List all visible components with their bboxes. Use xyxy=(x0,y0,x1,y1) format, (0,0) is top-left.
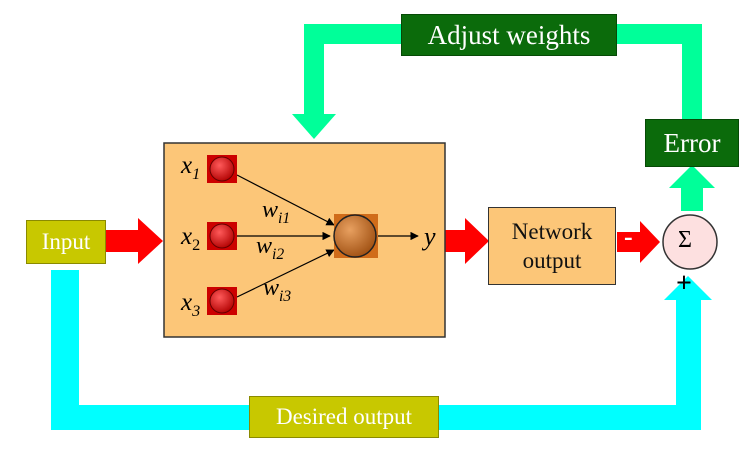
plus-sign: + xyxy=(676,268,692,299)
input-node-3 xyxy=(207,287,237,315)
minus-sign: - xyxy=(624,222,633,251)
neuron-box xyxy=(163,142,446,338)
x3-var: x xyxy=(181,289,193,316)
output-var-y: y xyxy=(424,222,436,251)
wi2-var: w xyxy=(256,233,273,259)
wi2-sub: i2 xyxy=(272,245,285,263)
input-var-x1: x1 xyxy=(181,152,200,184)
sigma-symbol: Σ xyxy=(678,227,692,253)
neuron-node xyxy=(333,214,378,258)
adjust-weights-label: Adjust weights xyxy=(401,14,617,56)
output-arrow xyxy=(445,218,489,264)
input-arrow xyxy=(106,218,163,264)
x2-sub: 2 xyxy=(192,236,201,254)
x2-var: x xyxy=(181,223,193,250)
desired-output-label: Desired output xyxy=(249,396,439,438)
sum-to-error-arrow xyxy=(669,165,715,211)
x1-sub: 1 xyxy=(192,165,201,183)
error-label: Error xyxy=(645,119,739,167)
input-label: Input xyxy=(26,220,106,264)
network-output-line1: Network xyxy=(511,219,593,244)
wi1-var: w xyxy=(262,197,279,223)
wi3-var: w xyxy=(263,275,280,301)
weight-connections xyxy=(236,174,419,298)
network-output-line2: output xyxy=(522,248,582,273)
x3-sub: 3 xyxy=(192,302,201,320)
wi3-sub: i3 xyxy=(279,287,292,305)
input-var-x3: x3 xyxy=(181,289,200,321)
error-minus-arrow xyxy=(617,221,660,263)
weight-label-wi3: wi3 xyxy=(263,275,291,306)
wi1-sub: i1 xyxy=(278,209,291,227)
x1-var: x xyxy=(181,152,193,179)
weight-label-wi1: wi1 xyxy=(262,197,290,228)
input-var-x2: x2 xyxy=(181,223,200,255)
weight-label-wi2: wi2 xyxy=(256,233,284,264)
network-output-box: Network output xyxy=(488,207,616,285)
input-node-1 xyxy=(207,155,237,183)
input-node-2 xyxy=(207,222,237,250)
sum-node xyxy=(662,214,718,270)
